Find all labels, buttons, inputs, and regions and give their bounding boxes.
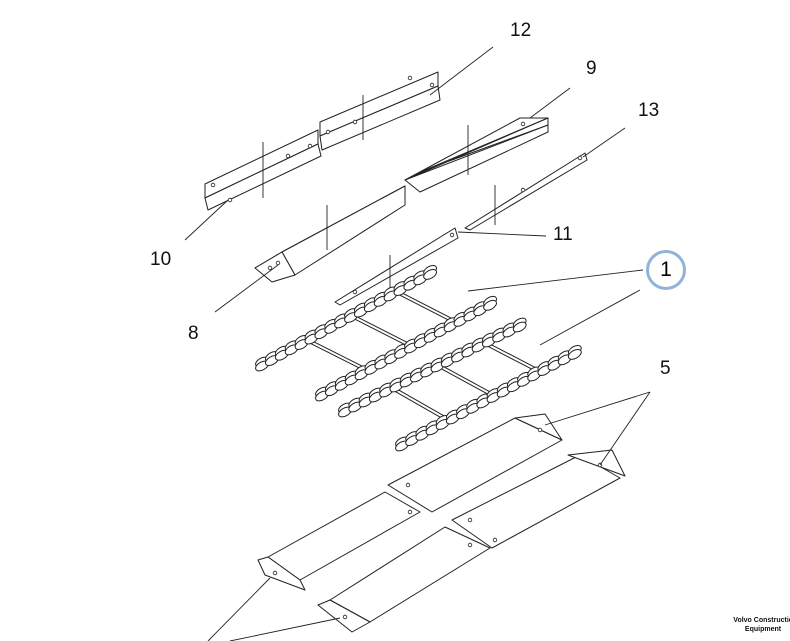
- part-13: [464, 152, 588, 231]
- undefined: [229, 617, 341, 641]
- volvo-watermark: Volvo Constructic Equipment: [718, 616, 790, 634]
- chain-link: [423, 268, 437, 280]
- crossbar: [437, 364, 494, 397]
- undefined: [599, 391, 651, 466]
- bolt-hole: [407, 509, 413, 515]
- callout-1-label: 1: [660, 258, 672, 281]
- bolt-hole: [449, 232, 455, 238]
- chain-link: [483, 299, 497, 311]
- part-9-base: [404, 124, 549, 193]
- bolt-hole: [405, 482, 411, 488]
- crossbar: [306, 338, 367, 371]
- crossbar: [395, 290, 456, 323]
- bolt-hole: [537, 427, 543, 433]
- bolt-hole: [352, 119, 358, 125]
- undefined: [214, 264, 279, 313]
- part-9-face2: [404, 117, 549, 181]
- bolt-hole: [210, 182, 216, 188]
- crossbar: [350, 314, 412, 347]
- callout-8[interactable]: 8: [188, 323, 199, 344]
- bolt-hole: [577, 155, 583, 161]
- part-11: [334, 227, 459, 306]
- bolt-hole: [520, 187, 526, 193]
- plate-tab: [257, 556, 306, 591]
- callout-11[interactable]: 11: [553, 224, 573, 245]
- chain-link: [567, 348, 582, 360]
- crossbar: [483, 341, 540, 373]
- bolt-hole: [407, 75, 413, 81]
- bolt-hole: [267, 265, 273, 271]
- callout-10[interactable]: 10: [150, 249, 172, 270]
- bolt-hole: [467, 542, 473, 548]
- chain-link: [512, 321, 527, 333]
- bolt-hole: [285, 153, 291, 159]
- bolt-hole: [429, 82, 435, 88]
- bolt-hole: [352, 289, 358, 295]
- callout-1-highlighted[interactable]: 1: [646, 250, 686, 290]
- bolt-hole: [275, 260, 281, 266]
- undefined: [429, 46, 494, 96]
- part-8-side: [281, 185, 406, 276]
- callout-9[interactable]: 9: [586, 58, 597, 79]
- bolt-hole: [272, 570, 278, 576]
- bolt-hole: [467, 517, 473, 523]
- undefined: [184, 199, 229, 241]
- bolt-hole: [227, 197, 233, 203]
- undefined: [544, 391, 651, 426]
- undefined: [582, 127, 626, 158]
- callout-5[interactable]: 5: [660, 358, 671, 379]
- bolt-hole: [492, 537, 498, 543]
- undefined: [467, 269, 644, 292]
- callout-13[interactable]: 13: [638, 100, 660, 121]
- bolt-hole: [520, 121, 526, 127]
- bolt-hole: [342, 614, 348, 620]
- watermark-line2: Equipment: [744, 626, 782, 633]
- plate-tab: [567, 449, 626, 477]
- plate-top-right: [451, 454, 621, 549]
- callout-12[interactable]: 12: [510, 20, 532, 41]
- part-12-right-face-side: [319, 85, 441, 151]
- watermark-line1: Volvo Constructic: [733, 617, 790, 624]
- bolt-hole: [307, 143, 313, 149]
- bolt-hole: [325, 129, 331, 135]
- undefined: [207, 577, 271, 641]
- undefined: [529, 87, 571, 119]
- crossbar: [390, 386, 449, 421]
- undefined: [457, 231, 547, 237]
- undefined: [539, 289, 641, 346]
